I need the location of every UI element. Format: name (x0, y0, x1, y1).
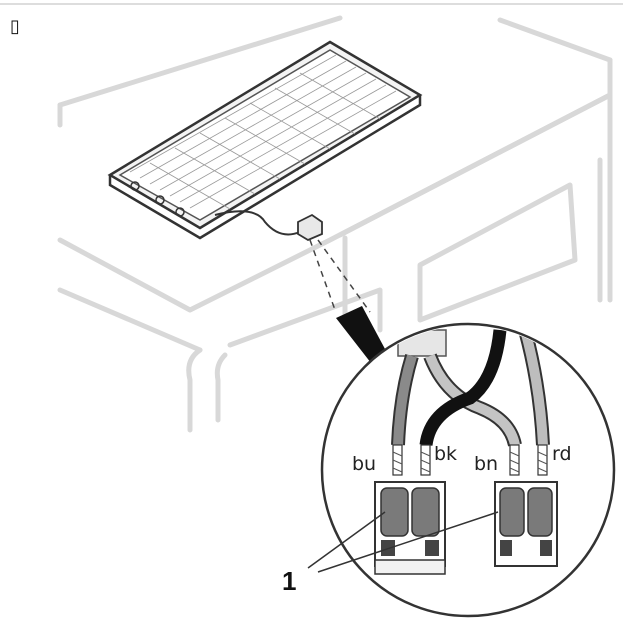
image-placeholder-icon: ▯ (10, 16, 20, 37)
wire-label-bu: bu (352, 453, 376, 475)
callout-label-1: 1 (282, 566, 296, 596)
terminal-block-right (494, 481, 558, 567)
magnifier-circle (320, 322, 616, 618)
wire-label-bn: bn (474, 453, 498, 475)
panel-cable (214, 210, 301, 236)
callout-leaders (307, 511, 499, 573)
junction-box (297, 213, 323, 242)
wire-label-rd: rd (552, 443, 572, 465)
vehicle-roof (57, 15, 613, 433)
terminal-block-left (374, 481, 446, 575)
solar-panel (107, 40, 423, 240)
wire-label-bk: bk (434, 443, 457, 465)
projection-lines (309, 239, 371, 313)
